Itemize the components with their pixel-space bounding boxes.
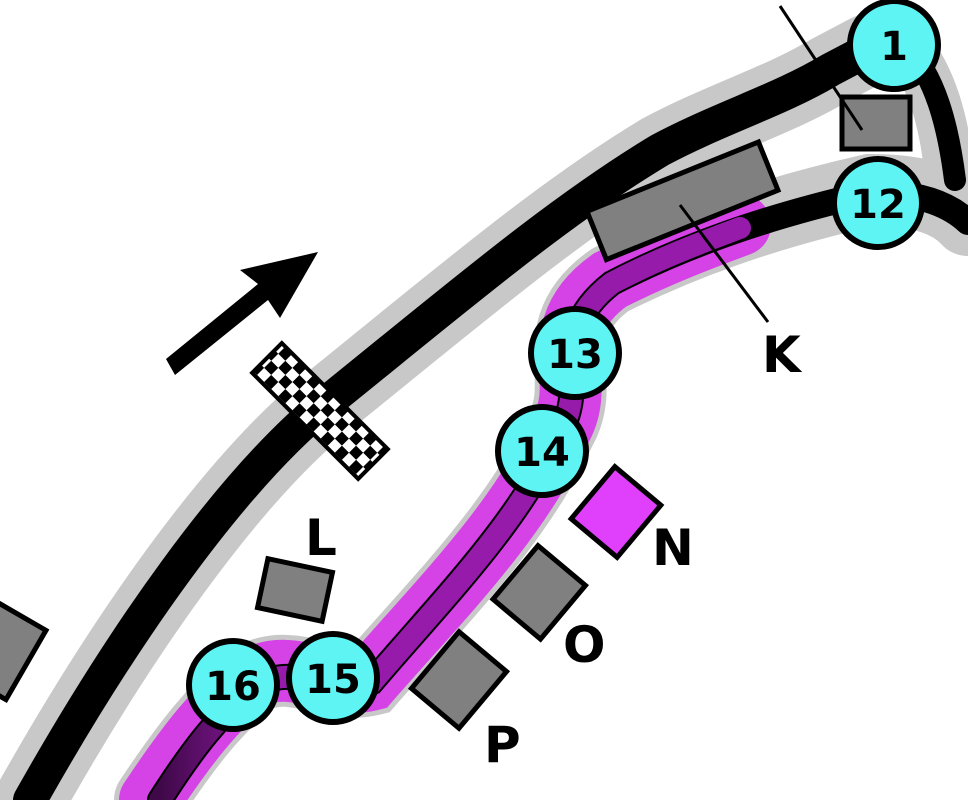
- svg-text:1: 1: [880, 24, 908, 70]
- turn-markers: 1 12 13 14 15 16: [186, 0, 941, 732]
- turn-marker-14: 14: [495, 404, 589, 498]
- turn-marker-1: 1: [847, 0, 941, 92]
- turn-marker-13: 13: [528, 306, 622, 400]
- turn-marker-16: 16: [186, 638, 280, 732]
- building-K: [583, 138, 782, 263]
- label-K: K: [762, 326, 803, 384]
- svg-text:12: 12: [850, 182, 906, 228]
- label-N: N: [652, 519, 694, 577]
- svg-text:14: 14: [514, 430, 570, 476]
- buildings: [0, 94, 913, 732]
- turn-marker-15: 15: [286, 631, 380, 725]
- building-P: [407, 628, 511, 732]
- turn-marker-12: 12: [831, 156, 925, 250]
- label-P: P: [484, 716, 521, 774]
- label-L: L: [305, 509, 337, 567]
- label-O: O: [563, 616, 606, 674]
- building-near-turn-1: [839, 94, 913, 152]
- leader-lines: [678, 5, 864, 323]
- building-O: [489, 542, 590, 643]
- building-left-edge: [0, 596, 50, 704]
- building-L: [254, 555, 336, 625]
- svg-text:15: 15: [305, 657, 361, 703]
- svg-text:13: 13: [547, 332, 603, 378]
- building-N: [567, 463, 665, 561]
- runoff-areas: [0, 14, 968, 800]
- building-labels: K L N O P: [305, 326, 803, 774]
- checkered-flag-icon: [249, 340, 391, 482]
- arrow-icon: [166, 252, 318, 375]
- svg-text:16: 16: [205, 664, 261, 710]
- track: [13, 33, 968, 800]
